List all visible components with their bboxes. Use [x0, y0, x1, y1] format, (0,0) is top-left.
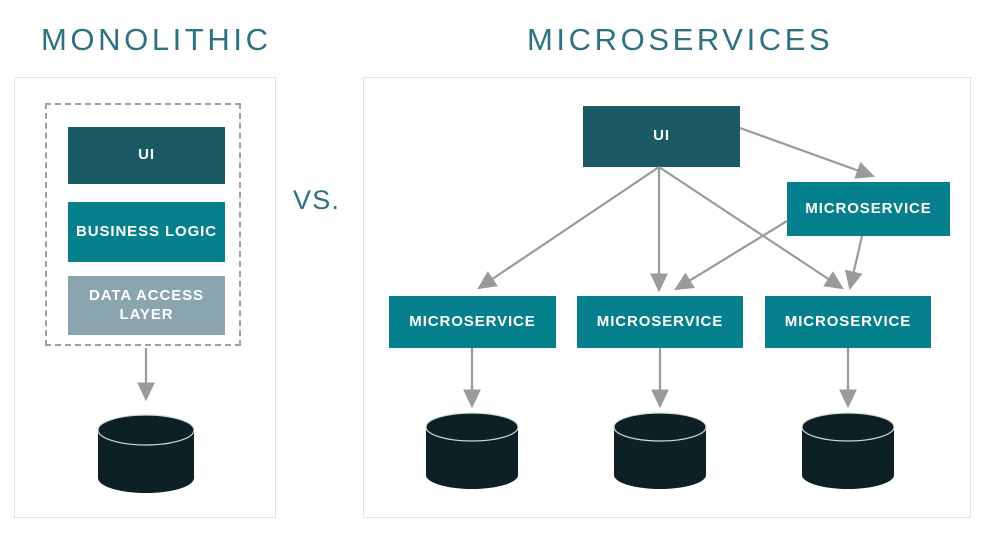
microservices-ui-box: UI: [583, 106, 740, 167]
monolith-data-access-layer-box: DATA ACCESS LAYER: [68, 276, 225, 335]
monolith-boundary: [45, 103, 241, 346]
monolith-business-logic-box: BUSINESS LOGIC: [68, 202, 225, 262]
monolith-ui-box: UI: [68, 127, 225, 184]
versus-label: VS.: [293, 185, 341, 215]
microservice-top-right-box: MICROSERVICE: [787, 182, 950, 236]
microservice-1-box: MICROSERVICE: [389, 296, 556, 348]
microservice-3-box: MICROSERVICE: [765, 296, 931, 348]
microservice-2-box: MICROSERVICE: [577, 296, 743, 348]
monolithic-title: MONOLITHIC: [41, 22, 272, 57]
microservices-title: MICROSERVICES: [527, 22, 834, 57]
